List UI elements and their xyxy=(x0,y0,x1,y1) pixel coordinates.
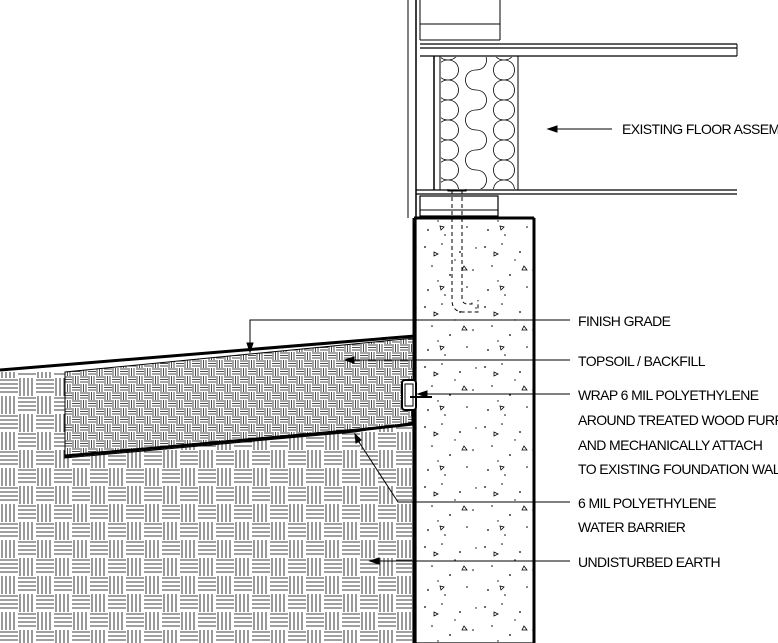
leaders xyxy=(246,125,612,565)
label-wrap-line-1: WRAP 6 MIL POLYETHYLENE xyxy=(578,387,759,403)
concrete-foundation-wall xyxy=(412,216,536,643)
label-existing-floor-assembly: EXISTING FLOOR ASSEMBLY xyxy=(622,121,778,137)
annotation-labels: EXISTING FLOOR ASSEMBLY FINISH GRADE TOP… xyxy=(578,121,778,570)
batt-insulation xyxy=(441,57,517,189)
label-topsoil-backfill: TOPSOIL / BACKFILL xyxy=(578,353,706,369)
label-finish-grade: FINISH GRADE xyxy=(578,313,671,329)
label-wrap-line-2: AROUND TREATED WOOD FURRING xyxy=(578,412,778,428)
finish-grade-line xyxy=(0,334,416,372)
label-wrap-line-4: TO EXISTING FOUNDATION WALL xyxy=(578,461,778,477)
wrapped-wood-furring xyxy=(401,379,432,411)
label-undisturbed-earth: UNDISTURBED EARTH xyxy=(578,554,720,570)
label-water-barrier-line-2: WATER BARRIER xyxy=(578,519,686,535)
existing-framing xyxy=(407,0,738,218)
label-wrap-line-3: AND MECHANICALLY ATTACH xyxy=(578,437,762,453)
anchor-bolt xyxy=(451,190,479,313)
label-water-barrier-line-1: 6 MIL POLYETHYLENE xyxy=(578,495,716,511)
